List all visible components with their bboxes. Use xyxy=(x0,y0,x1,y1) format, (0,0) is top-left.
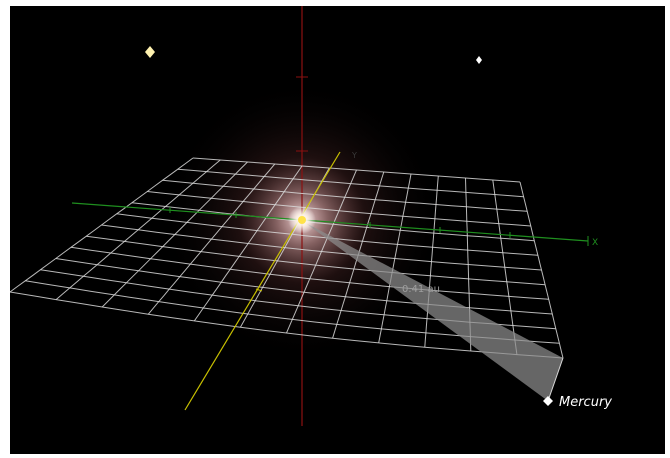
x-axis: X xyxy=(71,202,598,248)
distance-label: 0.41 au xyxy=(402,284,440,295)
grid-line xyxy=(101,161,248,308)
star-icon xyxy=(145,46,155,58)
grid-line xyxy=(193,165,303,322)
scene-canvas: X Y 0.41 au Mercury xyxy=(10,6,612,426)
distance-wedge xyxy=(304,222,563,401)
distance-wedge-edge xyxy=(547,357,564,402)
grid-line xyxy=(519,181,564,359)
sun[interactable] xyxy=(298,216,306,224)
solar-system-3d-view[interactable]: X Y 0.41 au Mercury xyxy=(10,6,665,454)
planet-mercury-marker[interactable] xyxy=(543,396,553,406)
grid-line xyxy=(286,169,357,334)
grid-line xyxy=(378,173,412,343)
grid-line xyxy=(492,179,518,355)
grid-line xyxy=(147,163,276,315)
planet-mercury-label[interactable]: Mercury xyxy=(559,395,612,410)
grid-line xyxy=(424,175,439,348)
star-icon xyxy=(476,56,482,64)
grid-line xyxy=(55,159,221,300)
y-axis: Y xyxy=(184,151,357,411)
grid-line xyxy=(10,157,194,293)
x-axis-label: X xyxy=(592,238,598,248)
y-axis-label: Y xyxy=(351,151,357,160)
